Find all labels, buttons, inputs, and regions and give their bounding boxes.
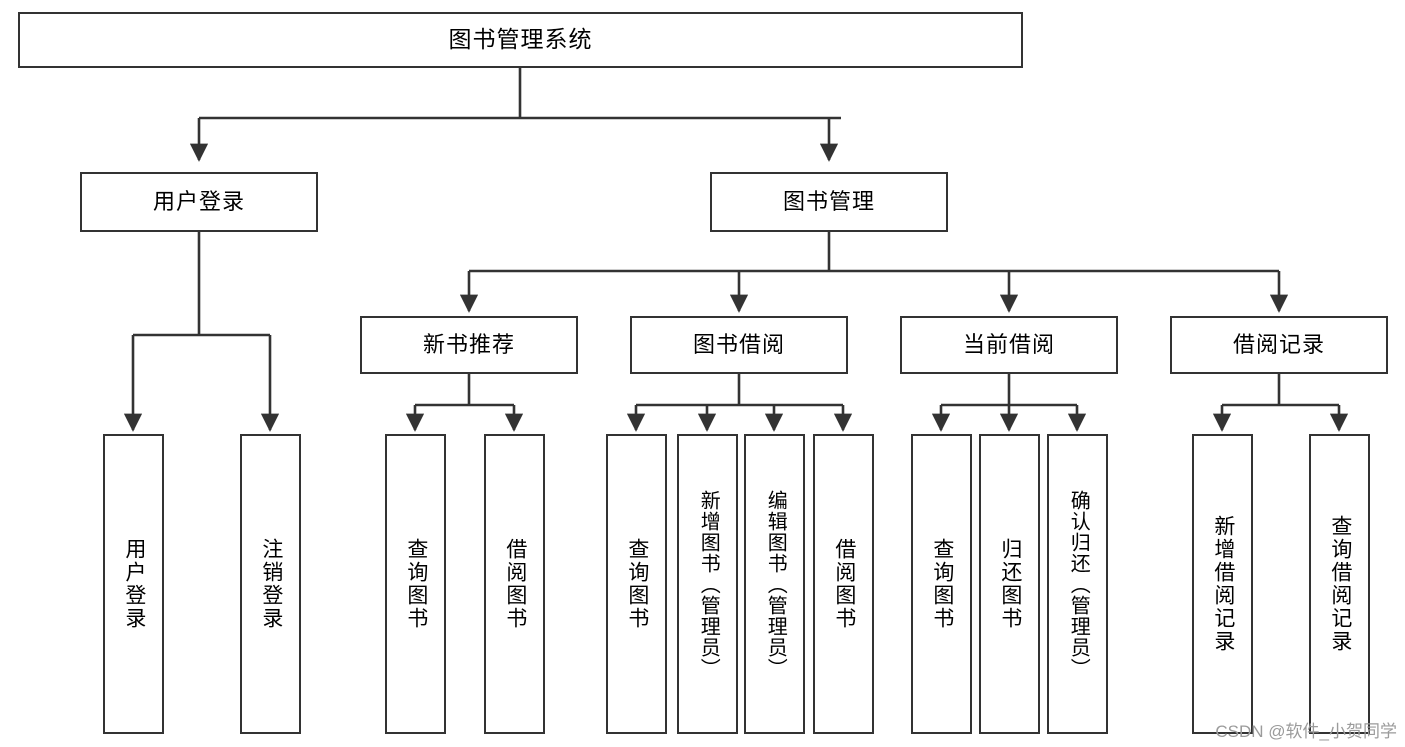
node-label: 借阅图书: [503, 538, 527, 630]
leaf-query-book-recommend[interactable]: 查询图书: [385, 434, 446, 734]
leaf-return-book[interactable]: 归还图书: [979, 434, 1040, 734]
node-label: 新增借阅记录: [1211, 515, 1235, 653]
leaf-confirm-return-admin[interactable]: 确认归还（管理员）: [1047, 434, 1108, 734]
node-user-login[interactable]: 用户登录: [80, 172, 318, 232]
node-label: 借阅图书: [832, 538, 856, 630]
node-label: 新书推荐: [422, 331, 515, 357]
leaf-add-borrow-record[interactable]: 新增借阅记录: [1192, 434, 1253, 734]
node-current-borrow[interactable]: 当前借阅: [900, 316, 1118, 374]
node-label: 新增图书（管理员）: [697, 489, 720, 679]
node-label: 查询图书: [625, 538, 649, 630]
leaf-user-login[interactable]: 用户登录: [103, 434, 164, 734]
node-label: 图书管理系统: [448, 26, 593, 53]
node-label: 查询图书: [404, 538, 428, 630]
leaf-edit-book-admin[interactable]: 编辑图书（管理员）: [744, 434, 805, 734]
node-label: 图书管理: [782, 188, 875, 214]
node-borrow-records[interactable]: 借阅记录: [1170, 316, 1388, 374]
node-label: 用户登录: [152, 188, 245, 214]
watermark-text: CSDN @软件_小贺同学: [1215, 722, 1397, 741]
node-label: 查询图书: [930, 538, 954, 630]
leaf-borrow-book[interactable]: 借阅图书: [813, 434, 874, 734]
node-label: 用户登录: [122, 538, 146, 630]
leaf-logout-login[interactable]: 注销登录: [240, 434, 301, 734]
node-new-book-recommend[interactable]: 新书推荐: [360, 316, 578, 374]
node-label: 当前借阅: [962, 331, 1055, 357]
node-label: 借阅记录: [1232, 331, 1325, 357]
node-label: 归还图书: [998, 538, 1022, 630]
node-label: 注销登录: [259, 538, 283, 630]
node-book-management[interactable]: 图书管理: [710, 172, 948, 232]
node-label: 图书借阅: [692, 331, 785, 357]
leaf-query-book-borrow[interactable]: 查询图书: [606, 434, 667, 734]
node-label: 查询借阅记录: [1328, 515, 1352, 653]
node-label: 编辑图书（管理员）: [764, 489, 787, 679]
node-book-borrow[interactable]: 图书借阅: [630, 316, 848, 374]
leaf-borrow-book-recommend[interactable]: 借阅图书: [484, 434, 545, 734]
leaf-query-borrow-record[interactable]: 查询借阅记录: [1309, 434, 1370, 734]
node-label: 确认归还（管理员）: [1067, 489, 1090, 679]
leaf-query-book-current[interactable]: 查询图书: [911, 434, 972, 734]
leaf-add-book-admin[interactable]: 新增图书（管理员）: [677, 434, 738, 734]
node-root-system[interactable]: 图书管理系统: [18, 12, 1023, 68]
